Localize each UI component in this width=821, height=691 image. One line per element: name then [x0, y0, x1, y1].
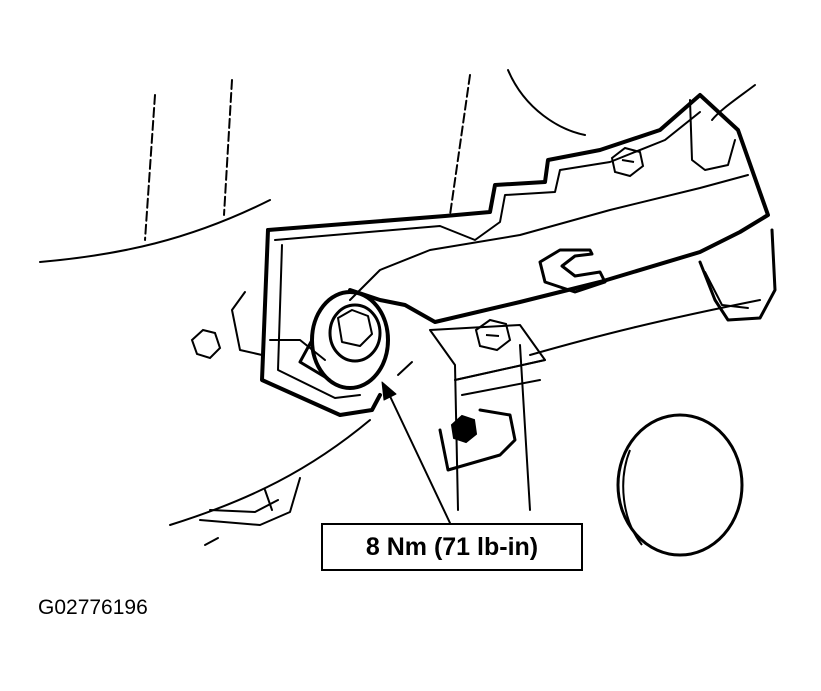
body-contour-lower: [169, 419, 371, 526]
left-nut: [190, 328, 222, 360]
support-post: [429, 324, 546, 511]
lower-bracket: [438, 408, 517, 472]
body-contour-upper: [39, 199, 271, 263]
bracket-left-flange: [260, 228, 382, 417]
torque-callout: 8 Nm (71 lb-in): [321, 523, 583, 571]
bracket-left-flange-inner: [277, 244, 361, 399]
lower-left-foot: [199, 477, 301, 526]
torque-spec-label: 8 Nm (71 lb-in): [365, 532, 539, 561]
leader-arrowhead: [381, 381, 397, 401]
lower-left-dash: [204, 537, 219, 546]
lower-nut: [474, 318, 512, 352]
leader-tick: [397, 361, 413, 376]
bracket-upper-arm-inner: [274, 111, 701, 241]
upper-nut: [610, 146, 645, 178]
support-post-shade: [454, 359, 546, 396]
bracket-right-ear: [698, 228, 777, 322]
bracket-left-tab: [231, 291, 263, 356]
figure-id-label: G02776196: [38, 596, 148, 619]
round-plug: [616, 413, 744, 557]
body-contour-far-right: [711, 84, 756, 121]
bracket-slot: [538, 248, 607, 294]
body-edge-right: [449, 74, 471, 216]
body-contour-lower-right: [529, 299, 761, 356]
bracket-inner-ridge: [349, 174, 749, 301]
torque-bolt: [298, 290, 390, 390]
bracket-left-lower-lip: [269, 339, 326, 361]
bracket-upper-arm: [266, 93, 770, 324]
callout-leader: [387, 391, 451, 524]
bracket-right-ear-inner: [704, 271, 749, 309]
body-contour-top-right: [507, 69, 586, 136]
bracket-fold-top: [689, 99, 736, 171]
body-edge-mid: [223, 79, 233, 216]
body-edge-left: [144, 94, 156, 241]
lower-bracket-nut: [450, 414, 478, 444]
